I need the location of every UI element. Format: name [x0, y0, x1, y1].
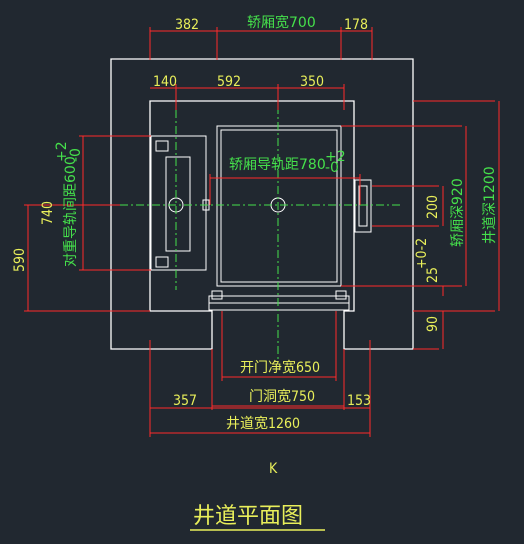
dimension-lines [24, 27, 500, 437]
dim-590: 590 [12, 248, 28, 272]
dim-cw-rail-tol-top: +2 [54, 141, 70, 162]
dim-90: 90 [425, 316, 441, 332]
dim-25: 25 [425, 267, 441, 283]
view-marker: K [269, 461, 278, 477]
dim-cw-rail: 对重导轨间距600 [63, 156, 79, 267]
dim-shaft-depth: 井道深1200 [482, 166, 498, 244]
dim-top-right: 178 [344, 17, 368, 33]
dim-car-rail-tol-top: +2 [325, 149, 346, 165]
dim-350: 350 [300, 74, 324, 90]
dim-shaft-width: 井道宽1260 [226, 415, 300, 432]
car-rail-right [270, 179, 372, 233]
dim-door-clear: 开门净宽650 [240, 359, 320, 376]
dim-140: 140 [153, 74, 177, 90]
dim-153: 153 [347, 393, 371, 409]
dim-car-rail: 轿厢导轨距780 [229, 157, 326, 173]
dim-door-opening: 门洞宽750 [249, 388, 315, 405]
landing-door [208, 290, 350, 311]
dim-car-rail-tol-bot: -0 [325, 160, 339, 176]
dim-car-width: 轿厢宽700 [247, 14, 316, 31]
dim-top-left: 382 [175, 17, 199, 33]
counterweight [150, 135, 210, 271]
dim-25-tol: +0-2 [414, 238, 430, 269]
centerlines [120, 90, 400, 360]
dim-740: 740 [40, 201, 56, 225]
dim-cw-rail-tol-bot: -0 [68, 148, 84, 162]
dim-592: 592 [217, 74, 241, 90]
drawing-title: 井道平面图 [193, 504, 303, 529]
dim-200: 200 [425, 195, 441, 219]
elevator-car [216, 125, 342, 287]
dim-357: 357 [173, 393, 197, 409]
dim-car-depth: 轿厢深920 [450, 178, 466, 247]
shaft-walls [110, 58, 414, 350]
